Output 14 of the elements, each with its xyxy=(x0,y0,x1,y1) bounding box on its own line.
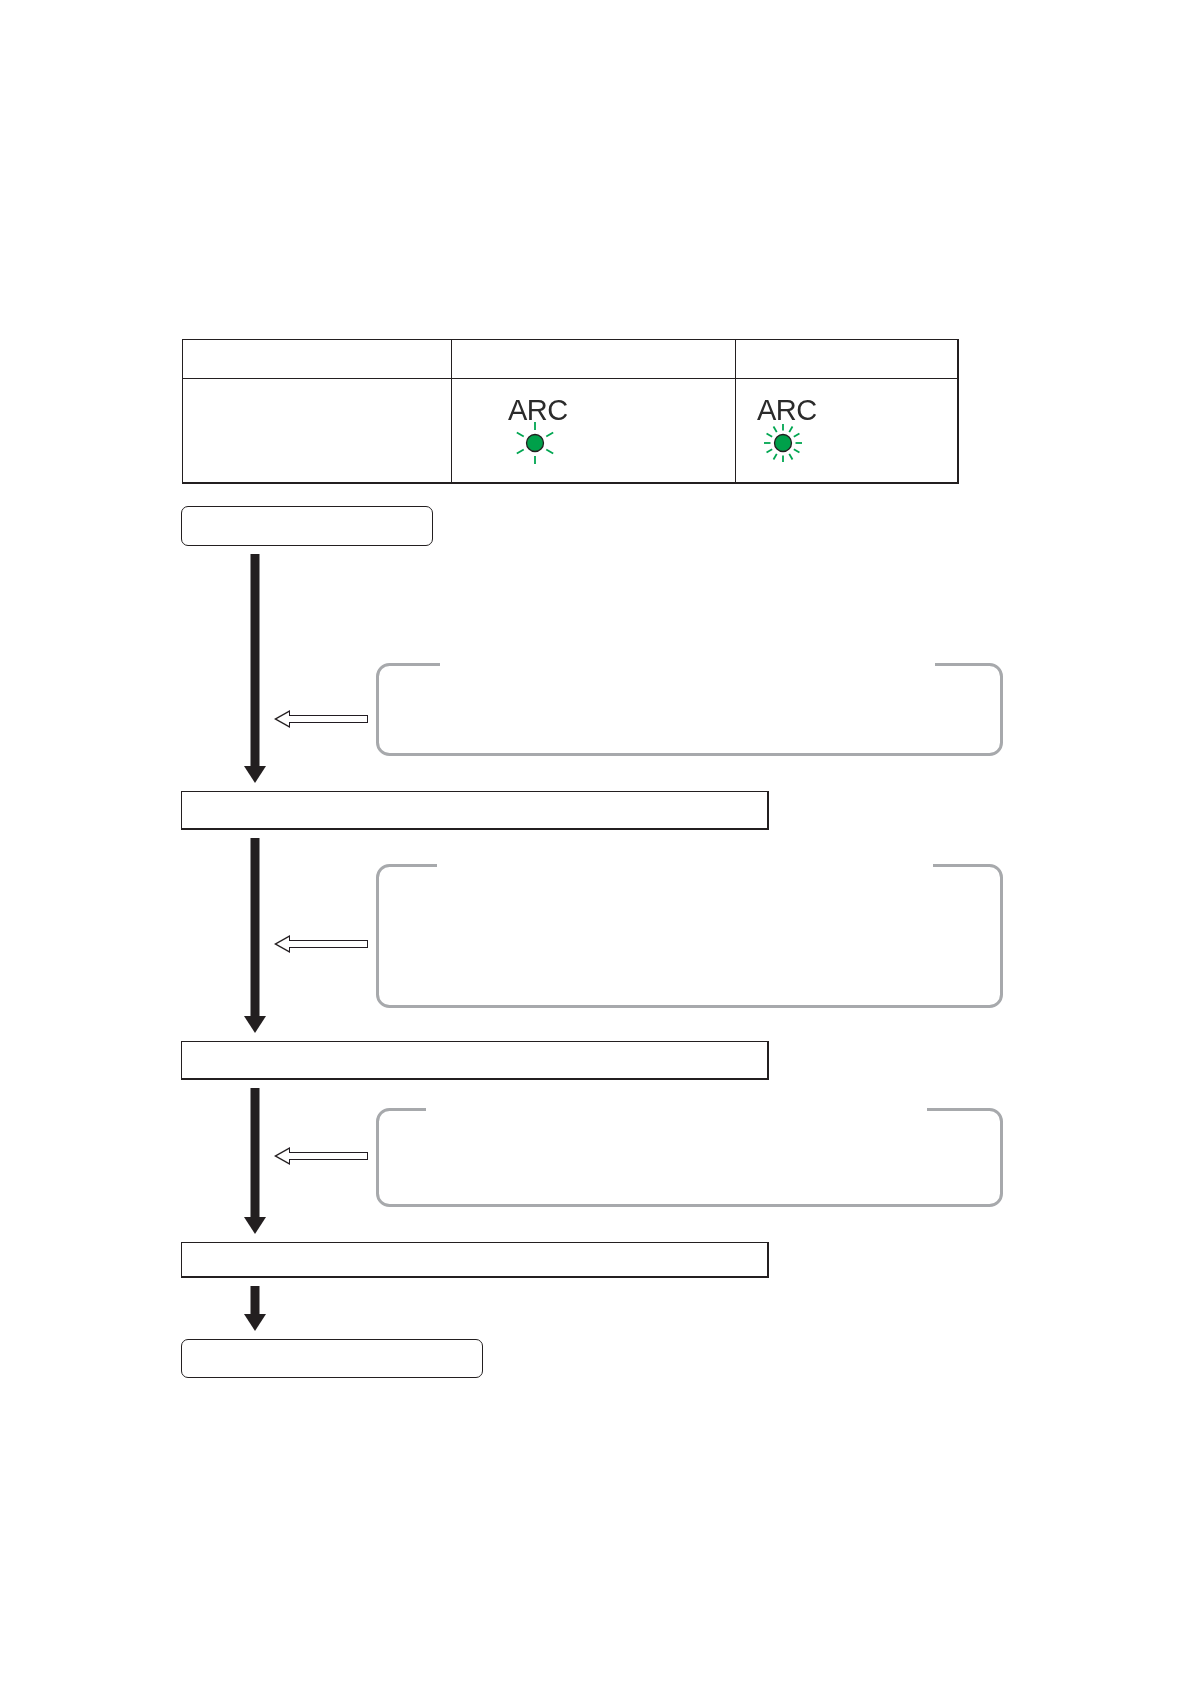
process-rectangle xyxy=(181,1242,769,1278)
process-rectangle xyxy=(181,791,769,830)
process-rectangle xyxy=(181,1041,769,1080)
flow-arrow xyxy=(244,838,266,1033)
indicator-label: ARC xyxy=(508,396,568,425)
flow-arrow xyxy=(244,1286,266,1331)
flow-arrow xyxy=(244,554,266,783)
indicator-label: ARC xyxy=(757,396,817,425)
rounded-rectangle xyxy=(181,506,433,546)
rounded-rectangle xyxy=(181,1339,483,1378)
flow-arrow xyxy=(244,1088,266,1234)
note-frame xyxy=(376,663,1003,756)
note-frame xyxy=(376,1108,1003,1207)
note-frame xyxy=(376,864,1003,1008)
